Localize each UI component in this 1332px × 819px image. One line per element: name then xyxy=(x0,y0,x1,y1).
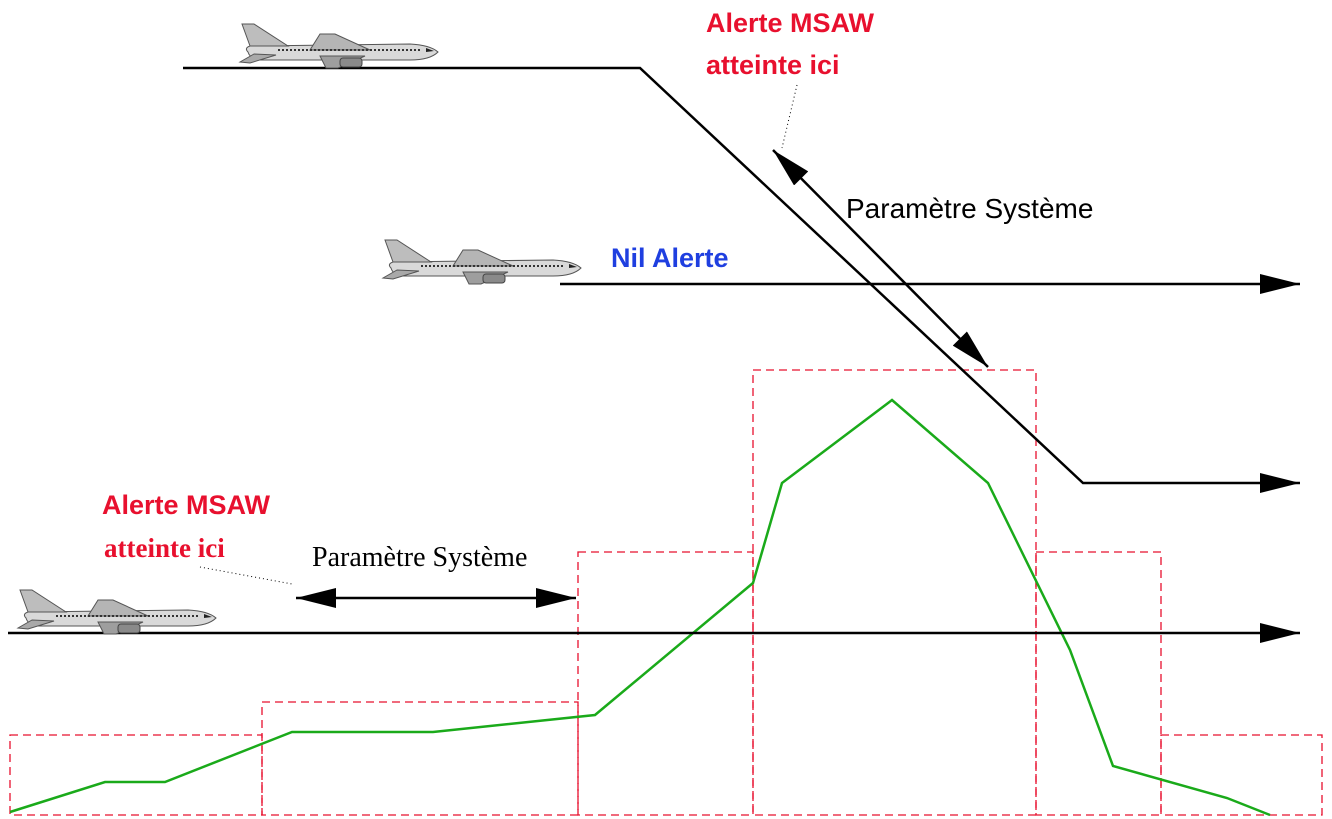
terrain-grid xyxy=(9,369,1323,816)
bottom-system-parameter-label: Paramètre Système xyxy=(312,542,527,573)
airliner-side-view-icon xyxy=(382,239,582,285)
bottom-alert-label-line2: atteinte ici xyxy=(104,533,225,563)
bottom-alert-leader xyxy=(199,566,293,585)
nil-alert-label: Nil Alerte xyxy=(611,243,729,273)
airliner-side-view-icon xyxy=(239,23,439,69)
airliner-side-view-icon xyxy=(17,589,217,635)
terrain-cell-5 xyxy=(1035,551,1162,816)
terrain-cell-1 xyxy=(9,734,263,816)
top-alert-label-line2: atteinte ici xyxy=(706,50,840,80)
terrain-cell-2 xyxy=(261,701,579,816)
terrain-cell-6 xyxy=(1160,734,1323,816)
top-alert-label-line1: Alerte MSAW xyxy=(706,8,875,38)
top-system-parameter-arrow xyxy=(772,149,989,368)
bottom-alert-label-line1: Alerte MSAW xyxy=(102,490,271,520)
terrain-cell-4 xyxy=(752,369,1037,816)
terrain-cell-3 xyxy=(577,551,754,816)
descending-flight-path xyxy=(183,66,1300,493)
top-alert-leader xyxy=(781,84,798,149)
terrain-profile-line xyxy=(9,398,1271,817)
top-system-parameter-label: Paramètre Système xyxy=(846,193,1093,224)
